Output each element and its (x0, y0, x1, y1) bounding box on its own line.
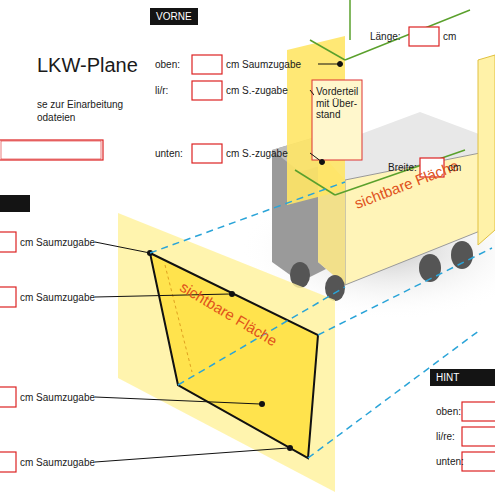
label: cm (448, 162, 461, 173)
label: li/r: (155, 85, 168, 96)
front-panel: Vorderteil mit Über-stand (314, 84, 360, 123)
label: se zur Einarbeitung (37, 99, 123, 110)
label: unten: (155, 148, 183, 159)
label: Länge: (370, 31, 401, 42)
section-tag: HINT (430, 369, 495, 386)
label: cm Saumzugabe (20, 457, 95, 468)
node-text: Vorderteil mit Über-stand (316, 86, 358, 121)
label: cm Saumzugabe (20, 392, 95, 403)
node-text: HINT (436, 372, 494, 383)
label: oben: (155, 59, 180, 70)
node-text: VORNE (156, 11, 192, 22)
label: cm Saumzugabe (226, 59, 301, 70)
label: li/re: (436, 431, 455, 442)
label: cm Saumzugabe (20, 237, 95, 248)
label: cm S.-zugabe (226, 85, 288, 96)
label: odateien (37, 112, 75, 123)
label: Breite: (388, 162, 417, 173)
section-tag: VORNE (150, 8, 198, 25)
label: cm Saumzugabe (20, 292, 95, 303)
label: oben: (436, 406, 461, 417)
label: cm (443, 31, 456, 42)
label: unten: (436, 456, 464, 467)
label: cm S.-zugabe (226, 148, 288, 159)
title: LKW-Plane (37, 54, 138, 77)
